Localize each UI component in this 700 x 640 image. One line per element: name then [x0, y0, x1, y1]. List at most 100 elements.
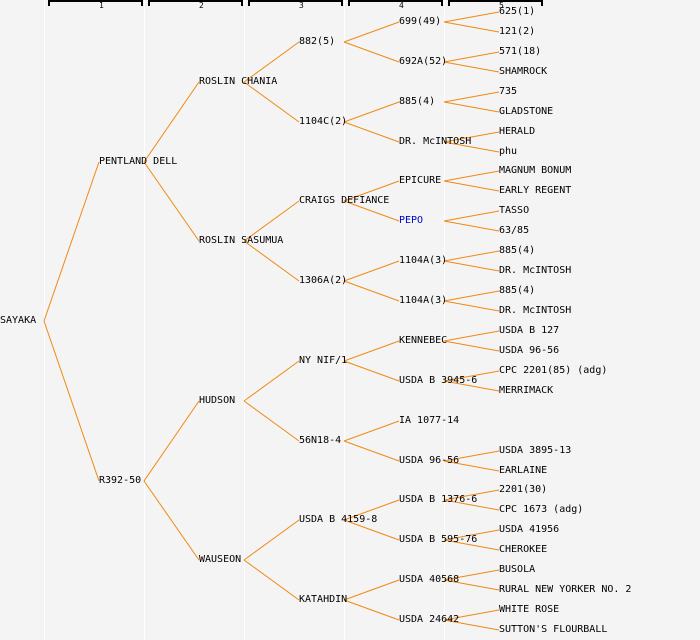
pedigree-node: USDA B 595-76 — [399, 534, 478, 545]
pedigree-node: ROSLIN SASUMUA — [199, 235, 284, 246]
pedigree-node[interactable]: PEPO — [399, 215, 424, 226]
pedigree-node: 1104C(2) — [299, 116, 348, 127]
pedigree-node: WAUSEON — [199, 554, 242, 565]
generation-bracket-1 — [48, 0, 143, 6]
pedigree-node: USDA 40568 — [399, 574, 460, 585]
pedigree-node: USDA B 3945-6 — [399, 375, 478, 386]
pedigree-link — [443, 450, 500, 462]
column-separator — [144, 0, 145, 640]
pedigree-link — [443, 619, 500, 631]
pedigree-link — [443, 340, 500, 352]
pedigree-link — [343, 360, 400, 382]
pedigree-node: USDA 3895-13 — [499, 445, 572, 456]
pedigree-node: DR. McINTOSH — [499, 265, 572, 276]
pedigree-node: 63/85 — [499, 225, 530, 236]
pedigree-node: USDA 41956 — [499, 524, 560, 535]
pedigree-link — [443, 330, 500, 342]
pedigree-node: 882(5) — [299, 36, 336, 47]
pedigree-node: EARLAINE — [499, 465, 548, 476]
generation-number-3: 3 — [299, 1, 304, 10]
pedigree-node: CRAIGS DEFIANCE — [299, 195, 390, 206]
pedigree-link — [343, 440, 400, 462]
pedigree-link — [243, 519, 300, 561]
pedigree-link — [243, 240, 300, 282]
generation-number-5: 5 — [499, 1, 504, 10]
pedigree-link — [243, 81, 300, 123]
pedigree-link — [43, 161, 100, 322]
column-separator — [244, 0, 245, 640]
pedigree-link — [43, 320, 100, 482]
pedigree-node: USDA 96-56 — [499, 345, 560, 356]
pedigree-node: 2201(30) — [499, 484, 548, 495]
pedigree-node: PENTLAND DELL — [99, 156, 178, 167]
pedigree-node: USDA B 1376-6 — [399, 494, 478, 505]
pedigree-link — [443, 579, 500, 591]
pedigree-link — [443, 260, 500, 272]
pedigree-link — [443, 539, 500, 551]
pedigree-node: EPICURE — [399, 175, 442, 186]
pedigree-link — [443, 290, 500, 302]
pedigree-node: KENNEBEC — [399, 335, 448, 346]
generation-number-2: 2 — [199, 1, 204, 10]
pedigree-link — [443, 489, 500, 501]
pedigree-node: phu — [499, 146, 518, 157]
pedigree-node: 1104A(3) — [399, 295, 448, 306]
generation-bracket-5 — [448, 0, 543, 6]
pedigree-link — [443, 460, 500, 472]
pedigree-link — [343, 499, 400, 521]
pedigree-link — [443, 11, 500, 23]
pedigree-node: DR. McINTOSH — [399, 136, 472, 147]
pedigree-link — [343, 579, 400, 601]
pedigree-link — [443, 170, 500, 182]
generation-number-4: 4 — [399, 1, 404, 10]
pedigree-link — [343, 180, 400, 202]
pedigree-link — [343, 260, 400, 282]
column-separator — [344, 0, 345, 640]
pedigree-node: HERALD — [499, 126, 536, 137]
pedigree-link — [443, 210, 500, 222]
pedigree-link — [243, 41, 300, 83]
pedigree-node: SHAMROCK — [499, 66, 548, 77]
column-separator — [444, 0, 445, 640]
pedigree-node: 699(49) — [399, 16, 442, 27]
pedigree-node: USDA B 127 — [499, 325, 560, 336]
pedigree-node: WHITE ROSE — [499, 604, 560, 615]
pedigree-node: CPC 1673 (adg) — [499, 504, 584, 515]
pedigree-link — [443, 370, 500, 382]
pedigree-node: 56N18-4 — [299, 435, 342, 446]
pedigree-node: KATAHDIN — [299, 594, 348, 605]
pedigree-node: 885(4) — [399, 96, 436, 107]
pedigree-link — [243, 200, 300, 242]
pedigree-link — [343, 101, 400, 123]
pedigree-link — [443, 569, 500, 581]
pedigree-node: USDA 96-56 — [399, 455, 460, 466]
pedigree-link — [343, 599, 400, 621]
pedigree-link — [243, 360, 300, 402]
pedigree-link — [443, 300, 500, 312]
pedigree-link — [443, 51, 500, 63]
pedigree-node: 1104A(3) — [399, 255, 448, 266]
pedigree-node: GLADSTONE — [499, 106, 554, 117]
pedigree-node: R392-50 — [99, 475, 142, 486]
pedigree-node: 571(18) — [499, 46, 542, 57]
pedigree-node: CHEROKEE — [499, 544, 548, 555]
generation-number-1: 1 — [99, 1, 104, 10]
pedigree-node: MAGNUM BONUM — [499, 165, 572, 176]
pedigree-link — [143, 161, 200, 242]
pedigree-node: 735 — [499, 86, 518, 97]
pedigree-link — [343, 200, 400, 222]
pedigree-node: USDA 24642 — [399, 614, 460, 625]
pedigree-node: DR. McINTOSH — [499, 305, 572, 316]
pedigree-link — [343, 121, 400, 143]
pedigree-node: 1306A(2) — [299, 275, 348, 286]
pedigree-node: 625(1) — [499, 6, 536, 17]
pedigree-node: SUTTON'S FLOURBALL — [499, 624, 608, 635]
pedigree-link — [443, 609, 500, 621]
pedigree-node: CPC 2201(85) (adg) — [499, 365, 608, 376]
pedigree-node: 692A(52) — [399, 56, 448, 67]
pedigree-link — [443, 499, 500, 511]
generation-bracket-4 — [348, 0, 443, 6]
pedigree-link — [443, 529, 500, 541]
pedigree-node: 885(4) — [499, 285, 536, 296]
